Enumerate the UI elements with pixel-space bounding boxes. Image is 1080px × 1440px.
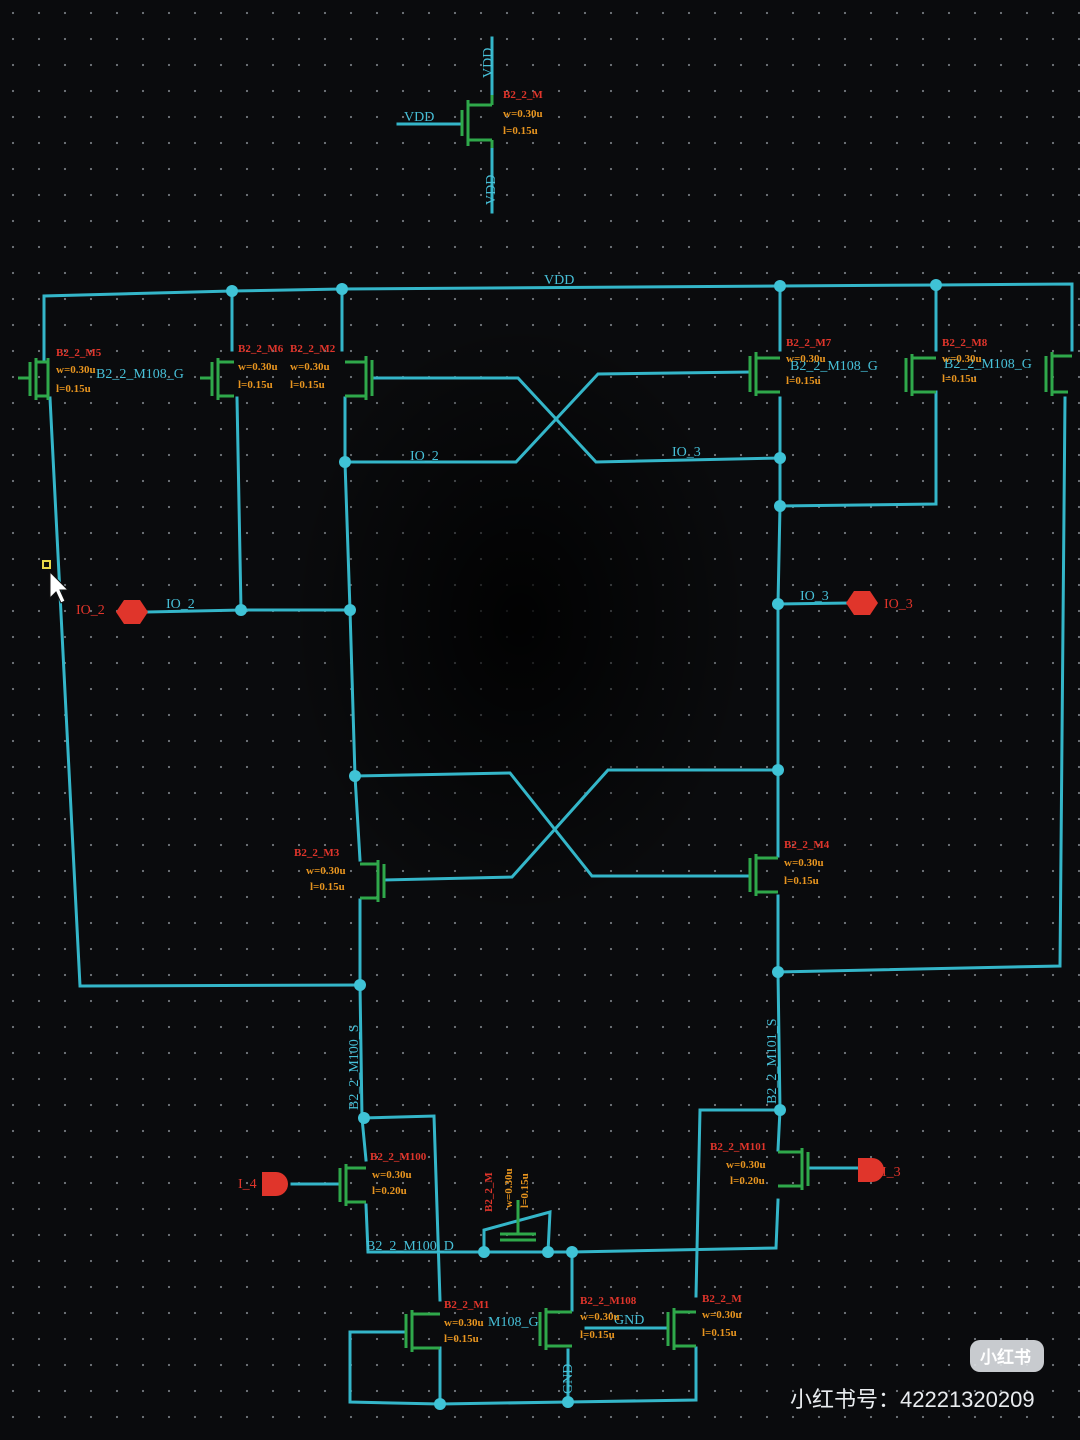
net-label-io3: IO_3 <box>800 589 829 604</box>
device-length: l=0.15u <box>56 383 91 395</box>
transistor-bottom-right[interactable] <box>666 1308 696 1350</box>
net-label-gnd: GND <box>561 1364 576 1394</box>
transistor-m3[interactable] <box>360 860 386 902</box>
device-width: w=0.30u <box>580 1311 620 1323</box>
junction-nodes <box>226 279 942 1410</box>
device-length: l=0.15u <box>503 125 538 137</box>
transistor-m1[interactable] <box>404 1310 440 1352</box>
pin-label: I_3 <box>882 1165 901 1180</box>
device-width: w=0.30u <box>444 1317 484 1329</box>
pin-label: I_4 <box>238 1177 257 1192</box>
watermark: 小红书 小红书号：42221320209 <box>790 1340 1044 1412</box>
device-length: l=0.15u <box>786 375 821 387</box>
device-width: w=0.30u <box>56 364 96 376</box>
device-name: B2_2_M7 <box>786 337 832 349</box>
net-label-m101s: B2_2_M101_S <box>765 1018 780 1104</box>
net-label: VDD <box>404 110 434 125</box>
transistor-m8[interactable] <box>904 354 936 396</box>
top-pmos-device[interactable] <box>396 36 494 214</box>
pin-label: IO_3 <box>884 597 913 612</box>
device-length: l=0.20u <box>730 1175 765 1187</box>
device-length: l=0.15u <box>444 1333 479 1345</box>
transistor-m108[interactable] <box>538 1308 572 1350</box>
pin-io2[interactable] <box>116 600 148 624</box>
device-width: w=0.30u <box>290 361 330 373</box>
net-label: VDD <box>484 175 499 205</box>
net-label-vdd: VDD <box>544 273 574 288</box>
device-length: l=0.15u <box>784 875 819 887</box>
device-name: B2_2_M108 <box>580 1295 637 1307</box>
device-name: B2_2_M6 <box>238 343 284 355</box>
watermark-badge: 小红书 <box>980 1347 1031 1367</box>
net-label-io3: IO_3 <box>672 445 701 460</box>
device-name: B2_2_M8 <box>942 337 988 349</box>
transistor-m7[interactable] <box>748 352 780 396</box>
device-length: l=0.15u <box>519 1173 531 1208</box>
transistor-symbols <box>18 352 1072 1352</box>
device-length: l=0.15u <box>310 881 345 893</box>
net-label-m100s: B2_2_M100_S <box>347 1024 362 1110</box>
device-name: B2_2_M1 <box>444 1299 489 1311</box>
net-label-io2: IO_2 <box>166 597 195 612</box>
net-label-m108g: M108_G <box>488 1315 539 1330</box>
device-width: w=0.30u <box>238 361 278 373</box>
device-name: B2_2_M <box>702 1293 742 1305</box>
net-label-m108g: B2_2_M108_G <box>790 359 878 374</box>
pin-label: IO_2 <box>76 603 105 618</box>
pin-i4[interactable] <box>262 1172 288 1196</box>
transistor-m4[interactable] <box>748 854 778 896</box>
device-width: w=0.30u <box>503 1168 515 1208</box>
net-label-io2: IO_2 <box>410 449 439 464</box>
net-label-m100d: B2_2_M100_D <box>366 1239 454 1254</box>
selection-handle[interactable] <box>42 560 51 569</box>
device-length: l=0.15u <box>238 379 273 391</box>
device-width: w=0.30u <box>786 353 826 365</box>
device-length: l=0.15u <box>580 1329 615 1341</box>
transistor-capacitor[interactable] <box>500 1200 536 1242</box>
device-width: w=0.30u <box>726 1159 766 1171</box>
device-name: B2_2_M <box>503 89 543 101</box>
transistor-right-edge[interactable] <box>1044 352 1072 396</box>
transistor-m101[interactable] <box>778 1148 810 1190</box>
watermark-text: 小红书号：42221320209 <box>790 1387 1035 1412</box>
device-length: l=0.20u <box>372 1185 407 1197</box>
transistor-m100[interactable] <box>338 1164 366 1206</box>
net-label-m108g: B2_2_M108_G <box>944 357 1032 372</box>
device-name: B2_2_M4 <box>784 839 830 851</box>
net-label: VDD <box>481 48 496 78</box>
transistor-m2[interactable] <box>345 356 374 400</box>
device-length: l=0.15u <box>290 379 325 391</box>
device-length: l=0.15u <box>702 1327 737 1339</box>
device-name: B2_2_M2 <box>290 343 336 355</box>
device-width: w=0.30u <box>372 1169 412 1181</box>
device-width: w=0.30u <box>702 1309 742 1321</box>
device-width: w=0.30u <box>306 865 346 877</box>
transistor-m6[interactable] <box>200 358 234 400</box>
device-name: B2_2_M3 <box>294 847 340 859</box>
device-width: w=0.30u <box>942 353 982 365</box>
net-label-m108g: B2_2_M108_G <box>96 367 184 382</box>
device-width: w=0.30u <box>503 108 543 120</box>
transistor-m5[interactable] <box>18 358 50 400</box>
pin-i3[interactable] <box>858 1158 884 1182</box>
net-label-gnd: GND <box>614 1313 644 1328</box>
mouse-cursor-icon <box>49 570 70 604</box>
device-name: B2_2_M5 <box>56 347 102 359</box>
device-length: l=0.15u <box>942 373 977 385</box>
device-width: w=0.30u <box>784 857 824 869</box>
device-name: B2_2_M100 <box>370 1151 427 1163</box>
pin-io3[interactable] <box>846 591 878 615</box>
device-name: B2_2_M <box>483 1172 495 1212</box>
device-name: B2_2_M101 <box>710 1141 766 1153</box>
